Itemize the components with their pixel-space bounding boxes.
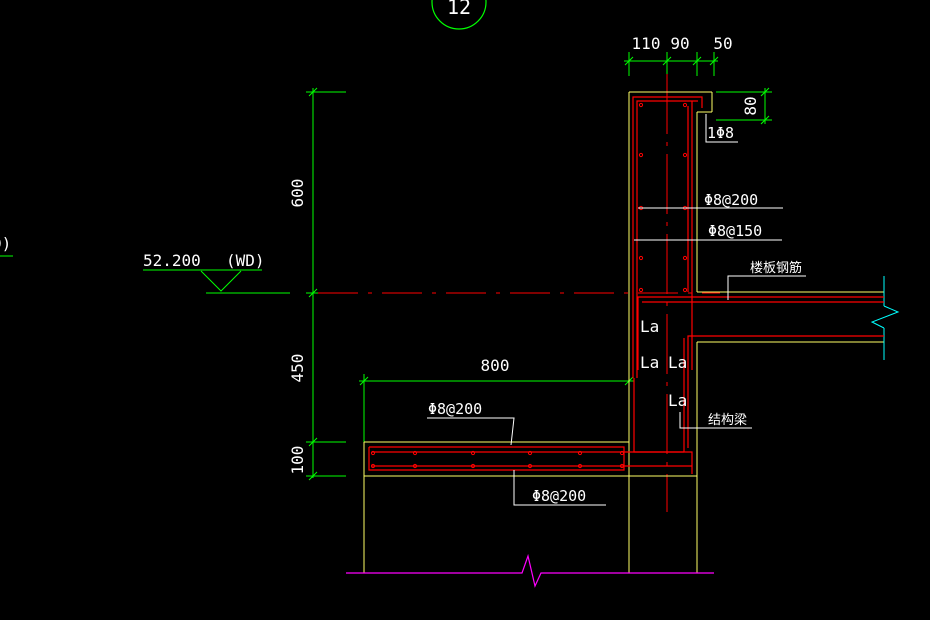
dimension-100: 100 [288,446,307,475]
leader-lines [427,114,806,506]
top-dimension-chain [624,52,719,76]
rebar-label-phi8-200-wall: Φ8@200 [704,191,758,209]
dimension-80: 80 [741,96,760,115]
dimension-800: 800 [481,356,510,375]
dimension-450: 450 [288,354,307,383]
vertical-dimension-chain [306,87,346,481]
label-slab-rebar: 楼板钢筋 [750,260,802,276]
la-label-1: La [640,317,659,336]
dimension-110: 110 [632,34,661,53]
rebar-dots [370,102,688,469]
rebar-lines [368,96,884,474]
rebar-label-phi8-200-bottom: Φ8@200 [532,487,586,505]
dimension-90: 90 [670,34,689,53]
label-structural-beam: 结构梁 [708,413,747,428]
elevation-tag: (WD) [226,251,265,270]
axis-bubble: 12 [431,0,487,30]
la-label-2: La [640,353,659,372]
ground-line [346,553,714,588]
rebar-label-phi8-150: Φ8@150 [708,222,762,240]
rebar-label-phi8-200-top: Φ8@200 [428,400,482,418]
elevation-value: 52.200 [143,251,201,270]
concrete-outline [363,91,884,573]
dimension-80-lines [716,87,772,125]
dimension-800-lines [359,374,634,443]
axis-bubble-label: 12 [447,0,471,19]
rebar-label-1phi8: 1Φ8 [707,124,734,142]
la-label-3: La [668,353,687,372]
elevation-symbol [143,269,290,294]
dimension-600: 600 [288,179,307,208]
left-fragment-text: D) [0,234,11,253]
slab-break-symbol [870,276,900,360]
dimension-50: 50 [713,34,732,53]
la-label-4: La [668,391,687,410]
